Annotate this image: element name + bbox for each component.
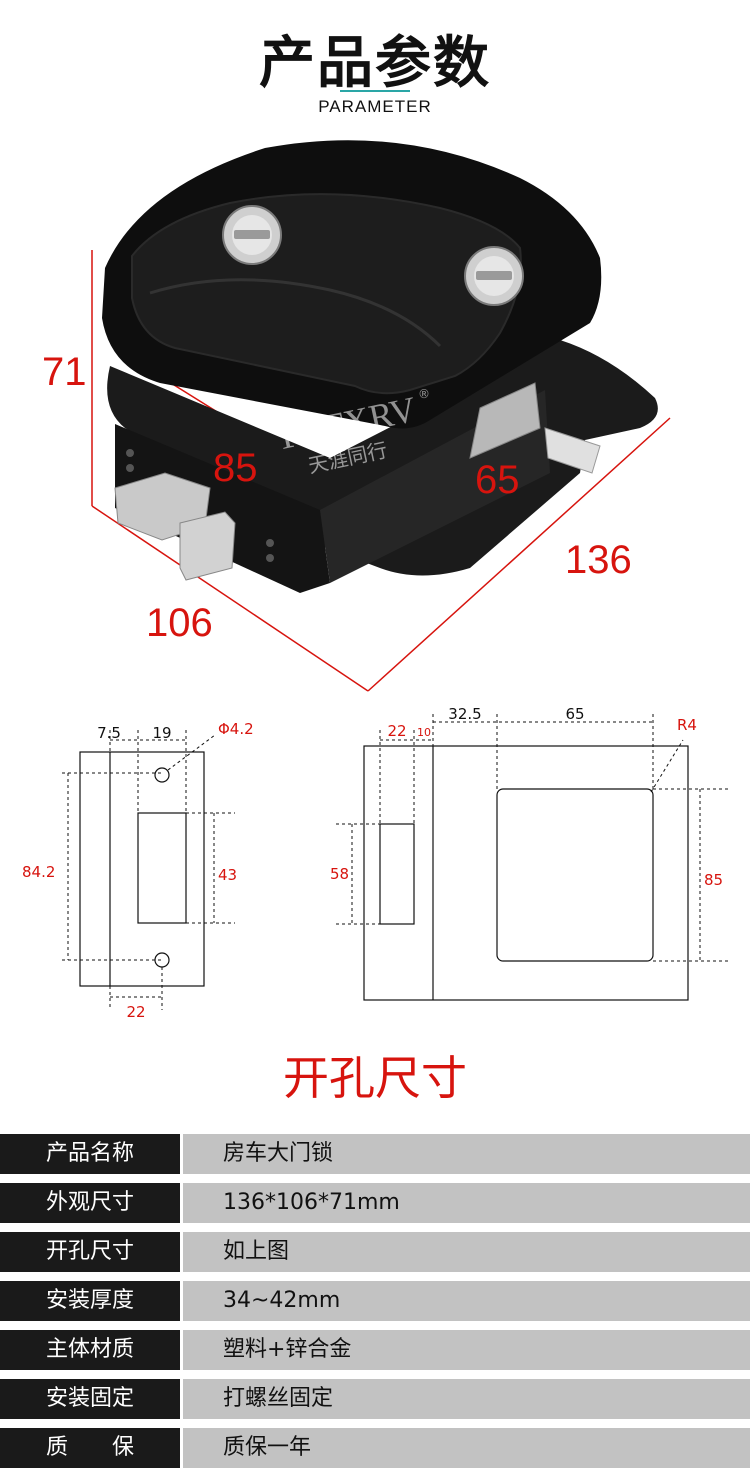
dim-label: 85 bbox=[704, 871, 723, 889]
spec-value: 质保一年 bbox=[183, 1428, 750, 1468]
dim-label: 22 bbox=[126, 1003, 145, 1021]
spec-row: 质 保 质保一年 bbox=[0, 1428, 750, 1468]
dim-inner-width: 85 bbox=[213, 446, 258, 490]
dim-label: 58 bbox=[330, 865, 349, 883]
dim-label: 22 bbox=[387, 722, 406, 740]
spec-row: 开孔尺寸 如上图 bbox=[0, 1232, 750, 1272]
spec-row: 安装厚度 34~42mm bbox=[0, 1281, 750, 1321]
spec-key: 主体材质 bbox=[0, 1330, 180, 1370]
dim-height: 71 bbox=[42, 350, 87, 394]
dim-label: 32.5 bbox=[448, 705, 481, 723]
svg-text:®: ® bbox=[418, 387, 430, 401]
spec-row: 主体材质 塑料+锌合金 bbox=[0, 1330, 750, 1370]
spec-key: 开孔尺寸 bbox=[0, 1232, 180, 1272]
dim-label: R4 bbox=[677, 716, 697, 734]
spec-key: 产品名称 bbox=[0, 1134, 180, 1174]
spec-row: 产品名称 房车大门锁 bbox=[0, 1134, 750, 1174]
spec-key: 安装厚度 bbox=[0, 1281, 180, 1321]
dim-width: 106 bbox=[146, 601, 213, 645]
spec-value: 塑料+锌合金 bbox=[183, 1330, 750, 1370]
spec-value: 打螺丝固定 bbox=[183, 1379, 750, 1419]
spec-key: 外观尺寸 bbox=[0, 1183, 180, 1223]
door-lock-illustration: TYTXRV ® 天涯同行 bbox=[91, 140, 671, 692]
dim-label: 19 bbox=[152, 724, 171, 742]
dim-length: 136 bbox=[565, 538, 632, 582]
dim-label: Φ4.2 bbox=[218, 720, 254, 738]
key-cylinder-icon bbox=[464, 246, 524, 306]
page-title: 产品参数 bbox=[259, 31, 491, 96]
title-divider bbox=[340, 90, 410, 92]
dim-label: 65 bbox=[565, 705, 584, 723]
dim-label: 10 bbox=[417, 726, 431, 739]
spec-row: 外观尺寸 136*106*71mm bbox=[0, 1183, 750, 1223]
spec-value: 如上图 bbox=[183, 1232, 750, 1272]
spec-key: 质 保 bbox=[0, 1428, 180, 1468]
cutout-drawings: 7.5 19 Φ4.2 84.2 43 22 22 10 32.5 65 R4 … bbox=[0, 700, 750, 1030]
dim-label: 84.2 bbox=[22, 863, 55, 881]
spec-value: 136*106*71mm bbox=[183, 1183, 750, 1223]
spec-value: 房车大门锁 bbox=[183, 1134, 750, 1174]
spec-value: 34~42mm bbox=[183, 1281, 750, 1321]
key-cylinder-icon bbox=[222, 205, 282, 265]
spec-key: 安装固定 bbox=[0, 1379, 180, 1419]
page-subtitle: PARAMETER bbox=[318, 97, 432, 116]
dim-label: 7.5 bbox=[97, 724, 121, 742]
spec-table: 产品名称 房车大门锁 外观尺寸 136*106*71mm 开孔尺寸 如上图 安装… bbox=[0, 1134, 750, 1477]
dim-inner-depth: 65 bbox=[475, 458, 520, 502]
cutout-caption: 开孔尺寸 bbox=[283, 1051, 467, 1105]
dim-label: 43 bbox=[218, 866, 237, 884]
spec-row: 安装固定 打螺丝固定 bbox=[0, 1379, 750, 1419]
product-photo: TYTXRV ® 天涯同行 71 85 65 136 106 bbox=[0, 128, 750, 698]
